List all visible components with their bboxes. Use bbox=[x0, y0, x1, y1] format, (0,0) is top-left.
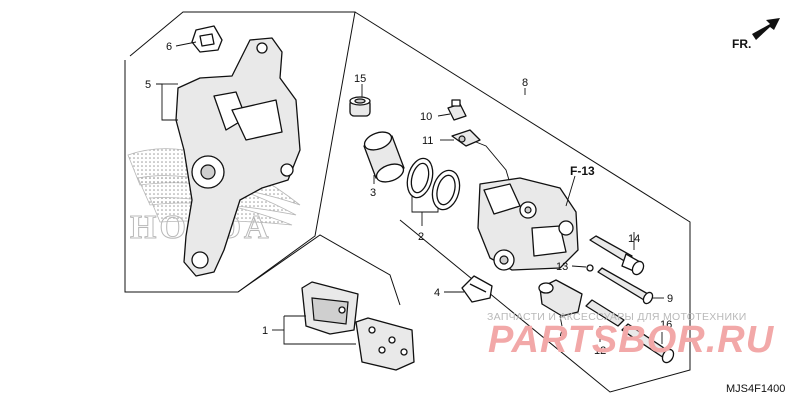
pin-sleeve-part bbox=[585, 299, 625, 327]
callout-4: 4 bbox=[434, 287, 440, 299]
callout-8: 8 bbox=[522, 77, 528, 89]
bleeder-valve-part bbox=[447, 99, 467, 121]
callout-1: 1 bbox=[262, 325, 268, 337]
arrow-up-right-icon bbox=[752, 18, 780, 40]
pin-boot-part bbox=[538, 279, 583, 317]
diagram-code: MJS4F1400 bbox=[726, 383, 785, 395]
callout-12: 12 bbox=[594, 345, 606, 357]
callout-10: 10 bbox=[420, 111, 432, 123]
pin-bolt-part bbox=[589, 235, 645, 276]
direction-label: FR. bbox=[732, 37, 751, 51]
caliper-piston-part bbox=[363, 131, 405, 183]
callout-6: 6 bbox=[166, 41, 172, 53]
reference-f13: F-13 bbox=[570, 164, 595, 178]
callout-7: 7 bbox=[558, 327, 564, 339]
caliper-bracket-part bbox=[175, 37, 301, 277]
leader-6 bbox=[175, 41, 197, 47]
mounting-bolt-part bbox=[621, 323, 675, 364]
callout-11: 11 bbox=[422, 135, 433, 147]
pad-pin-part bbox=[597, 267, 654, 305]
bracket-clip-part bbox=[191, 25, 223, 53]
brake-pad-inner-part bbox=[355, 317, 415, 371]
callout-3: 3 bbox=[370, 187, 376, 199]
o-ring-part bbox=[586, 264, 594, 272]
leader-1 bbox=[283, 316, 356, 345]
leader-2 bbox=[411, 196, 439, 213]
bleeder-bracket-part bbox=[451, 129, 481, 147]
caliper-body-part bbox=[477, 177, 579, 271]
brake-pad-outer-part bbox=[301, 281, 359, 335]
pad-set-frame bbox=[237, 234, 401, 306]
callout-15: 15 bbox=[354, 73, 366, 85]
callout-13: 13 bbox=[556, 261, 568, 273]
callout-5: 5 bbox=[145, 79, 151, 91]
bracket-group-frame bbox=[124, 11, 356, 293]
callout-14: 14 bbox=[628, 233, 640, 245]
dust-seal-part bbox=[431, 169, 461, 211]
bleeder-cap-part bbox=[349, 96, 371, 117]
pad-spring-part bbox=[461, 275, 493, 303]
piston-seal-part bbox=[406, 157, 434, 199]
leader-5 bbox=[156, 83, 178, 121]
callout-9: 9 bbox=[667, 293, 673, 305]
watermark-brand: PARTSBOR.RU bbox=[488, 319, 775, 361]
callout-16: 16 bbox=[660, 319, 672, 331]
watermark-subtitle: ЗАПЧАСТИ И АКСЕССУАРЫ ДЛЯ МОТОТЕХНИКИ bbox=[487, 311, 747, 323]
callout-2: 2 bbox=[418, 231, 424, 243]
caliper-assembly-frame bbox=[354, 11, 691, 393]
